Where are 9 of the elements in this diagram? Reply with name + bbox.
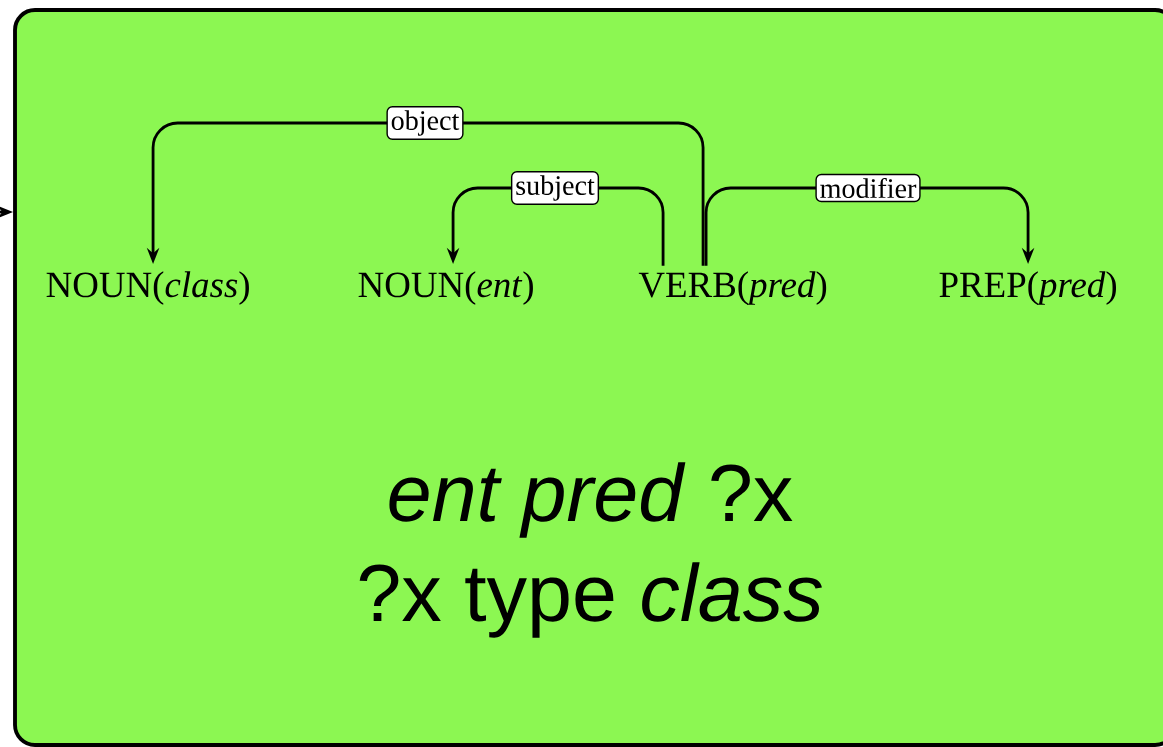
word-label: PREP(pred) — [939, 271, 1116, 305]
word-label: NOUN(ent) — [358, 271, 533, 305]
query-text: ent pred ?x — [389, 462, 793, 538]
query-text: ?x type class — [359, 562, 822, 638]
edge-label: modifier — [815, 173, 921, 203]
word-label: VERB(pred) — [638, 271, 827, 305]
edge-label: subject — [510, 171, 600, 205]
word-label: NOUN(class) — [46, 271, 249, 305]
edge-label: object — [386, 106, 464, 140]
